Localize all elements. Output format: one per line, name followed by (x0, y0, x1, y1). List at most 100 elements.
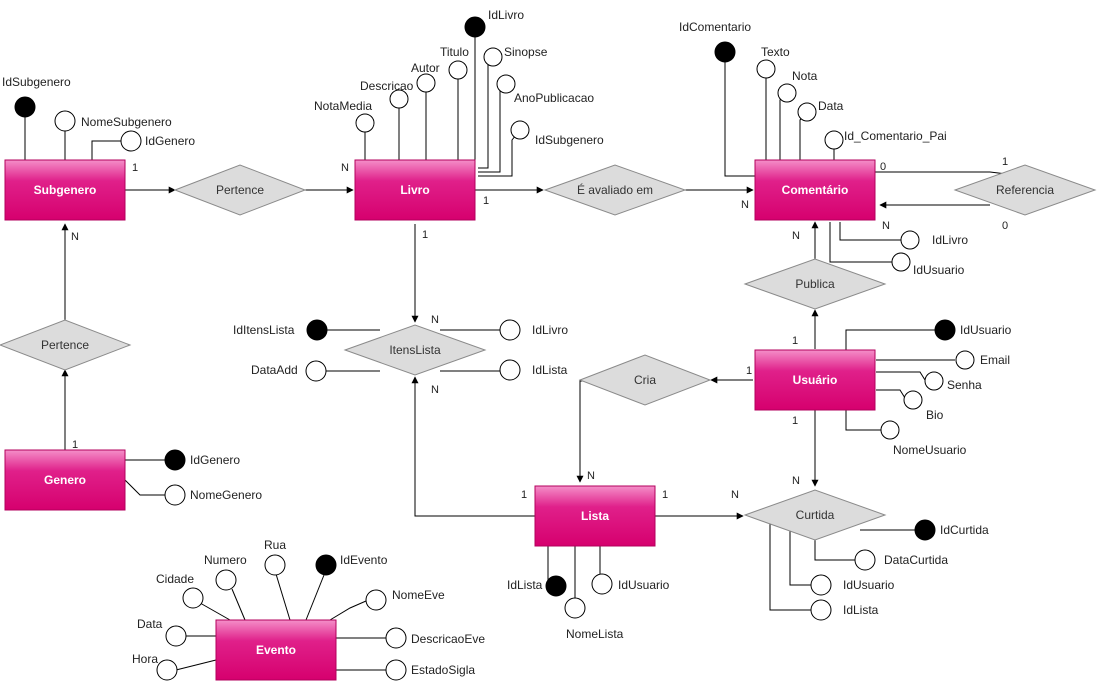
attribute-key-idcomentario[interactable]: IdComentario (679, 20, 751, 63)
attribute-datacurtida[interactable]: DataCurtida (854, 549, 948, 571)
attribute-label: IdLivro (532, 323, 568, 337)
relationship-referencia[interactable]: Referencia (953, 164, 1097, 216)
entity-evento[interactable]: Evento (215, 619, 337, 681)
attribute-descricaoeve[interactable]: DescricaoEve (385, 627, 485, 649)
entity-subgenero[interactable]: Subgenero (4, 159, 126, 221)
attribute-label: Sinopse (504, 45, 548, 59)
attribute-estadosigla[interactable]: EstadoSigla (385, 659, 475, 681)
attribute-descricao[interactable]: Descricao (360, 79, 414, 109)
attribute-key-idgenero[interactable]: IdGenero (164, 449, 240, 471)
attribute-senha[interactable]: Senha (924, 371, 982, 392)
attribute-idlivro-itens[interactable]: IdLivro (499, 319, 568, 341)
attribute-key-idsubgenero[interactable]: IdSubgenero (2, 75, 71, 118)
attribute-label: NomeLista (566, 627, 624, 641)
attribute-label: IdUsuario (618, 578, 670, 592)
attribute-notamedia[interactable]: NotaMedia (314, 99, 375, 133)
cardinality: 1 (422, 229, 428, 241)
attribute-nomesubgenero[interactable]: NomeSubgenero (54, 110, 172, 132)
attribute-nomegenero[interactable]: NomeGenero (164, 484, 262, 506)
cardinality: 1 (662, 489, 668, 501)
attribute-label: IdComentario (679, 20, 751, 34)
relationship-itenslista[interactable]: ItensLista (343, 324, 487, 376)
attribute-label: DataAdd (251, 363, 298, 377)
relationship-curtida[interactable]: Curtida (743, 489, 887, 541)
attribute-label: NomeSubgenero (81, 115, 172, 129)
attribute-idgenero-sub[interactable]: IdGenero (120, 130, 195, 152)
entity-label: Genero (44, 473, 86, 487)
attribute-cidade[interactable]: Cidade (156, 572, 204, 609)
attribute-label: IdGenero (145, 134, 195, 148)
cardinality: N (71, 231, 79, 243)
attribute-idlista-itens[interactable]: IdLista (499, 359, 568, 381)
attribute-key-idcurtida[interactable]: IdCurtida (914, 519, 989, 541)
attribute-label: IdLivro (488, 8, 524, 22)
attribute-numero[interactable]: Numero (204, 553, 247, 591)
attribute-nota[interactable]: Nota (777, 69, 818, 103)
attribute-idlivro-comentario[interactable]: IdLivro (900, 230, 968, 250)
attribute-label: NomeGenero (190, 488, 262, 502)
attribute-hora[interactable]: Hora (132, 652, 178, 681)
attribute-label: IdUsuario (913, 263, 965, 277)
attribute-label: Bio (926, 408, 944, 422)
entity-usuario[interactable]: Usuário (754, 349, 876, 411)
entity-genero[interactable]: Genero (4, 449, 126, 511)
attribute-texto[interactable]: Texto (756, 45, 790, 79)
relationship-label: Pertence (216, 183, 264, 197)
cardinality: 1 (1002, 156, 1008, 168)
attribute-key-idusuario[interactable]: IdUsuario (934, 319, 1012, 341)
cardinality: 1 (521, 489, 527, 501)
attribute-email[interactable]: Email (955, 350, 1010, 370)
cardinality: N (741, 199, 749, 211)
attribute-idsubgenero-livro[interactable]: IdSubgenero (510, 120, 604, 147)
cardinality: N (587, 470, 595, 482)
relationship-pertence-livro[interactable]: Pertence (173, 164, 307, 216)
relationship-publica[interactable]: Publica (743, 258, 887, 310)
attribute-dataadd[interactable]: DataAdd (251, 360, 327, 382)
attribute-data-evento[interactable]: Data (137, 617, 187, 647)
attribute-label: IdCurtida (940, 523, 989, 537)
attribute-label: NomeUsuario (893, 443, 967, 457)
attribute-nomelista[interactable]: NomeLista (564, 597, 624, 641)
attribute-label: Titulo (440, 45, 469, 59)
attribute-anopublicacao[interactable]: AnoPublicacao (496, 74, 594, 105)
attribute-label: Nota (792, 69, 818, 83)
attribute-titulo[interactable]: Titulo (440, 45, 469, 80)
attribute-label: Cidade (156, 572, 194, 586)
attribute-autor[interactable]: Autor (411, 61, 440, 93)
cardinality: N (341, 162, 349, 174)
attribute-key-idlista[interactable]: IdLista (507, 575, 567, 597)
entity-livro[interactable]: Livro (354, 159, 476, 221)
attribute-label: IdItensLista (233, 323, 295, 337)
entity-label: Livro (400, 183, 429, 197)
attribute-key-iditenslista[interactable]: IdItensLista (233, 319, 328, 341)
attribute-idusuario-comentario[interactable]: IdUsuario (891, 252, 965, 277)
attribute-nomeusuario[interactable]: NomeUsuario (880, 420, 967, 457)
relationship-label: Pertence (41, 338, 89, 352)
attribute-rua[interactable]: Rua (264, 538, 286, 576)
attribute-key-idevento[interactable]: IdEvento (315, 553, 388, 576)
cardinality: 1 (792, 415, 798, 427)
relationship-avaliado[interactable]: É avaliado em (543, 164, 687, 216)
attribute-nomeeve[interactable]: NomeEve (365, 588, 445, 611)
relationship-pertence-genero[interactable]: Pertence (0, 319, 132, 371)
attribute-id-comentario-pai[interactable]: Id_Comentario_Pai (824, 129, 947, 150)
attribute-label: EstadoSigla (411, 663, 475, 677)
attribute-label: Senha (947, 378, 982, 392)
attribute-idusuario-curtida[interactable]: IdUsuario (810, 574, 895, 596)
attribute-sinopse[interactable]: Sinopse (483, 45, 548, 67)
attribute-bio[interactable]: Bio (903, 390, 944, 422)
attribute-idlista-curtida[interactable]: IdLista (810, 599, 879, 621)
entity-comentario[interactable]: Comentário (754, 159, 876, 221)
attribute-label: Hora (132, 652, 158, 666)
entity-lista[interactable]: Lista (534, 485, 656, 547)
attribute-label: AnoPublicacao (514, 91, 594, 105)
attribute-key-idlivro[interactable]: IdLivro (464, 8, 524, 38)
relationship-cria[interactable]: Cria (578, 354, 712, 406)
attribute-label: Email (980, 353, 1010, 367)
relationship-label: Referencia (996, 183, 1054, 197)
attribute-data-comentario[interactable]: Data (797, 99, 844, 122)
attribute-idusuario-lista[interactable]: IdUsuario (591, 573, 670, 595)
attribute-label: Descricao (360, 79, 414, 93)
cardinality: 1 (132, 162, 138, 174)
